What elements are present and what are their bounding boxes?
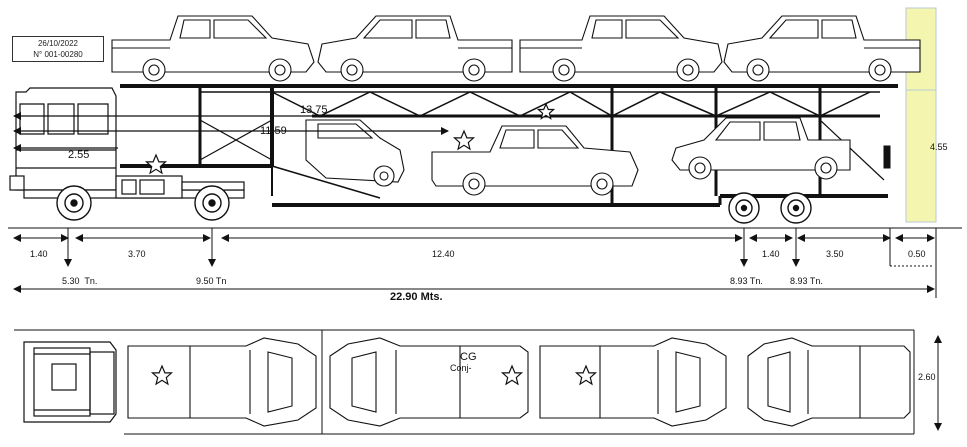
axle-load-label: 9.50 Tn <box>196 276 226 286</box>
segment-labels: 1.40 3.70 12.40 1.40 3.50 0.50 <box>30 249 926 259</box>
lower-length-label: 11.59 <box>260 125 287 137</box>
segment-label: 1.40 <box>30 249 48 259</box>
document-number: N° 001-00280 <box>33 50 83 59</box>
segment-label: 3.50 <box>826 249 844 259</box>
cg-sublabel: Conj- <box>450 363 472 373</box>
plan-tractor <box>23 341 117 423</box>
dimension-lines <box>13 228 937 298</box>
cg-star-icons-plan <box>150 364 598 386</box>
segment-label: 0.50 <box>908 249 926 259</box>
width-label: 2.60 <box>918 372 936 382</box>
axle-load-label: 8.93 Tn. <box>790 276 823 286</box>
length-arrows <box>13 112 512 152</box>
cg-star-icons-side <box>144 102 556 175</box>
cg-label: CG <box>460 351 477 363</box>
plan-view-outline <box>14 329 915 435</box>
tractor-cab <box>9 87 245 199</box>
total-height-label: 4.55 <box>930 142 948 152</box>
pickup-top-2 <box>317 15 513 82</box>
axle-load-label: 8.93 Tn. <box>730 276 763 286</box>
tractor-wheels <box>56 185 230 221</box>
pickup-lower-1 <box>305 119 405 187</box>
document-stamp: 26/10/2022 N° 001-00280 <box>12 36 104 62</box>
upper-length-label: 13.75 <box>300 104 328 116</box>
axle-load-labels: 5.30 Tn. 9.50 Tn 8.93 Tn. 8.93 Tn. <box>62 276 823 286</box>
pickup-lower-3 <box>671 117 851 180</box>
plan-pickups <box>127 337 911 427</box>
segment-label: 3.70 <box>128 249 146 259</box>
total-length-label: 22.90 Mts. <box>390 291 443 303</box>
segment-label: 12.40 <box>432 249 455 259</box>
pickup-top-4 <box>723 15 921 82</box>
document-date: 26/10/2022 <box>37 39 79 48</box>
cab-height-label: 2.55 <box>68 149 89 161</box>
trailer-wheels <box>728 192 812 224</box>
pickup-top-3 <box>519 15 723 82</box>
pickup-lower-2 <box>431 125 639 196</box>
pickup-top-1 <box>111 15 315 82</box>
segment-label: 1.40 <box>762 249 780 259</box>
axle-load-label: 5.30 Tn. <box>62 276 97 286</box>
